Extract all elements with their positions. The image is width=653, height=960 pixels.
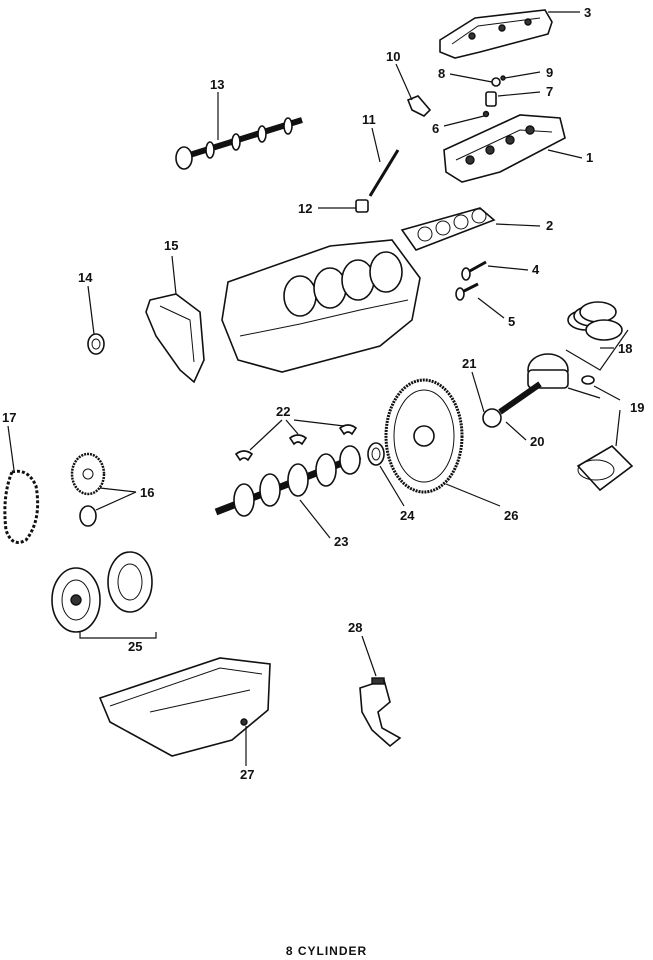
callout-27: 27: [240, 767, 254, 782]
valve-cover: [439, 9, 553, 59]
head-gasket: [400, 207, 496, 251]
callout-9: 9: [546, 65, 553, 80]
callout-14: 14: [78, 270, 93, 285]
callout-21: 21: [462, 356, 476, 371]
callout-8: 8: [438, 66, 445, 81]
front-seal: [87, 333, 105, 355]
lifter: [355, 199, 369, 213]
camshaft: [175, 117, 303, 170]
callout-11: 11: [362, 112, 376, 127]
pushrod: [368, 149, 400, 197]
callout-22: 22: [276, 404, 290, 419]
timing-chain: [3, 469, 40, 544]
callout-26: 26: [504, 508, 518, 523]
callout-10: 10: [386, 49, 400, 64]
callout-24: 24: [400, 508, 415, 523]
callout-15: 15: [164, 238, 178, 253]
diagram-caption: 8 CYLINDER: [285, 944, 368, 958]
cylinder-head: [443, 114, 566, 183]
valve-spring-parts: [482, 75, 506, 118]
main-bearings: [234, 424, 358, 462]
callout-1: 1: [586, 150, 593, 165]
callout-13: 13: [210, 77, 224, 92]
oil-pump: [359, 677, 402, 748]
callout-7: 7: [546, 84, 553, 99]
crankshaft: [214, 445, 362, 517]
callout-18: 18: [618, 341, 632, 356]
timing-sprockets: [70, 452, 106, 527]
callout-4: 4: [532, 262, 540, 277]
engine-block: [221, 239, 421, 373]
valves: [455, 260, 487, 301]
callout-3: 3: [584, 5, 591, 20]
callout-2: 2: [546, 218, 553, 233]
callout-23: 23: [334, 534, 348, 549]
callout-25: 25: [128, 639, 142, 654]
callout-5: 5: [508, 314, 515, 329]
rocker-arm: [406, 95, 432, 117]
oil-pan: [98, 657, 271, 757]
flywheel: [384, 378, 464, 494]
callout-6: 6: [432, 121, 439, 136]
callout-28: 28: [348, 620, 362, 635]
callout-16: 16: [140, 485, 154, 500]
callout-17: 17: [2, 410, 16, 425]
callout-12: 12: [298, 201, 312, 216]
cylinder-liner: [576, 444, 634, 492]
piston-assembly: [482, 353, 595, 428]
rear-seal: [367, 442, 385, 466]
timing-cover: [145, 293, 205, 384]
callout-19: 19: [630, 400, 644, 415]
piston-rings: [567, 301, 623, 341]
harmonic-balancer: [51, 551, 153, 633]
callout-20: 20: [530, 434, 544, 449]
